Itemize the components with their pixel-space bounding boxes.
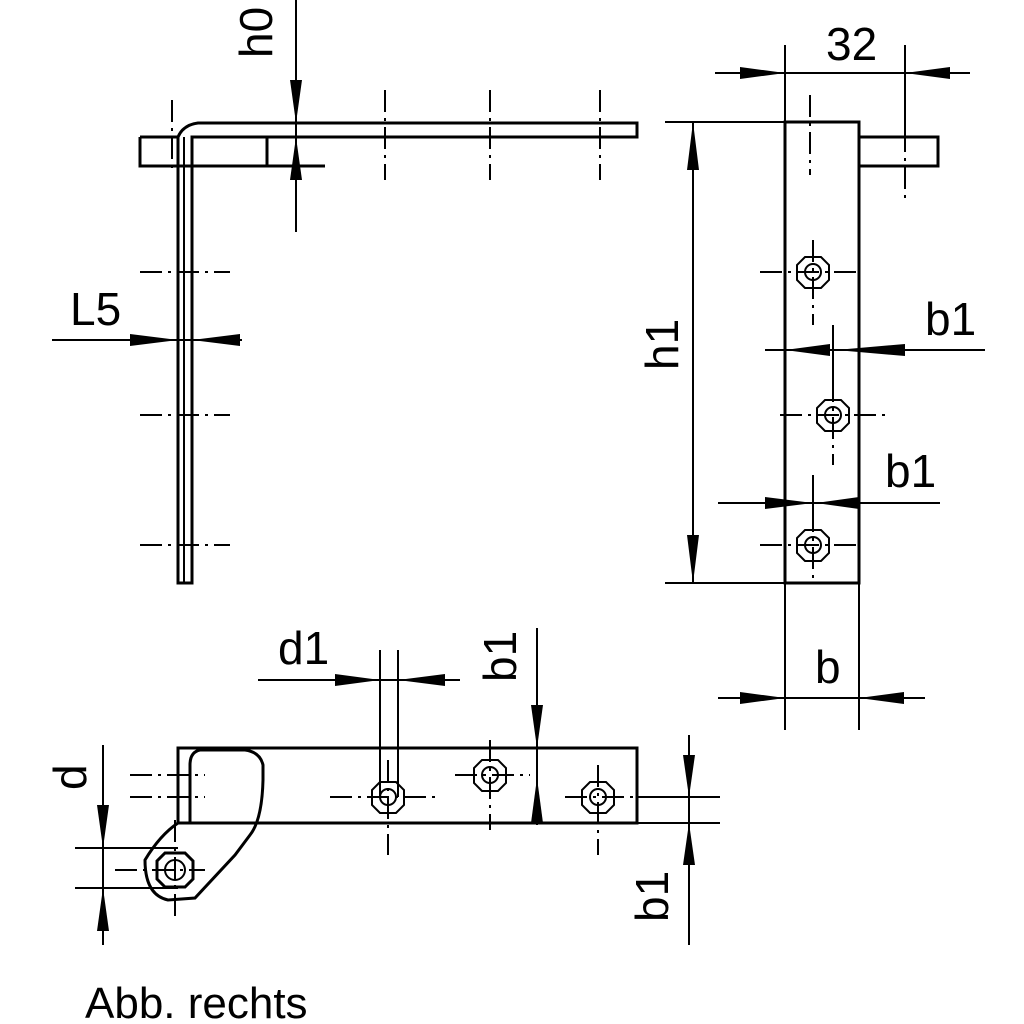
label-d: d [44, 764, 96, 790]
label-L5: L5 [70, 283, 121, 335]
hole-2 [816, 399, 850, 432]
caption: Abb. rechts [85, 979, 308, 1024]
label-d1: d1 [278, 622, 329, 674]
top-view: h0 L5 [52, 0, 639, 585]
label-h1: h1 [636, 319, 688, 370]
label-h0: h0 [230, 7, 282, 58]
hole-1 [796, 256, 830, 289]
hole-b [473, 759, 507, 792]
label-b1-right-lower: b1 [885, 445, 936, 497]
hole-d [155, 851, 195, 889]
label-b1-bottom-upper: b1 [474, 631, 526, 682]
bottom-view: d1 b1 d b1 [44, 622, 720, 945]
hole-c [581, 781, 615, 814]
label-b: b [815, 641, 841, 693]
side-view: 32 h1 b1 b1 b [636, 18, 985, 730]
label-b1-bottom-lower: b1 [626, 871, 678, 922]
label-b1-right-upper: b1 [925, 293, 976, 345]
label-32: 32 [826, 18, 877, 70]
hole-3 [796, 529, 830, 562]
